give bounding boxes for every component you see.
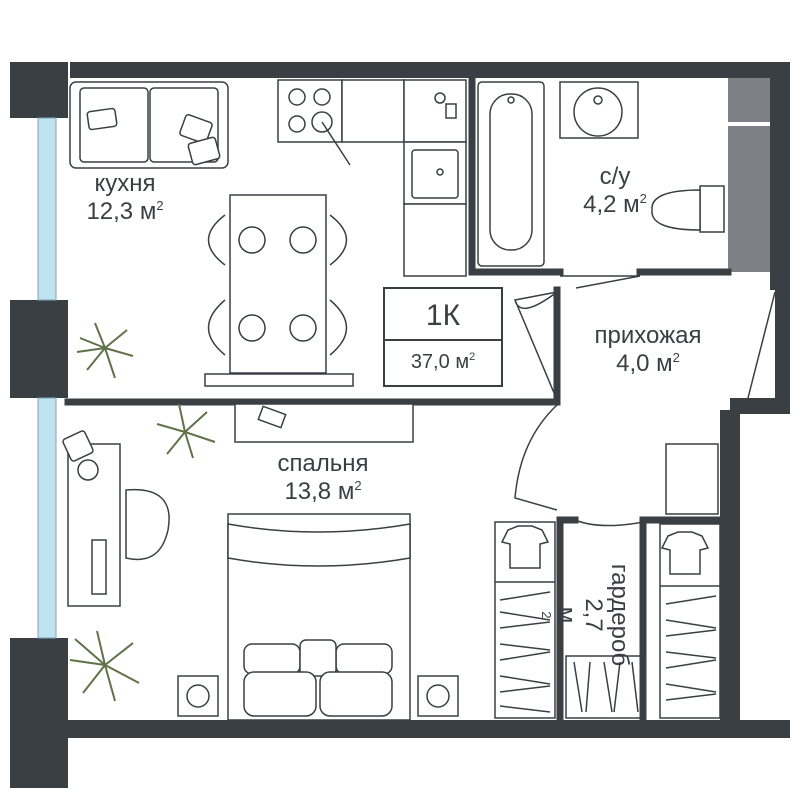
kitchen-name: кухня xyxy=(94,170,156,197)
bedroom-window xyxy=(37,397,57,639)
kitchen-label: кухня 12,3 м2 xyxy=(60,170,190,225)
doors xyxy=(514,275,776,527)
bathroom-area: 4,2 м2 xyxy=(583,190,647,218)
hanger-rail-icon xyxy=(494,521,721,719)
desk-icon xyxy=(62,430,170,607)
entry-door xyxy=(747,291,776,399)
bathtub-icon xyxy=(477,81,545,267)
toilet-icon xyxy=(651,185,725,233)
wardrobe-name: гардероб xyxy=(606,563,633,667)
hallway-name: прихожая xyxy=(594,322,702,349)
washbasin-icon xyxy=(559,81,639,139)
hallway-area: 4,0 м2 xyxy=(616,349,680,377)
stove-icon xyxy=(277,79,351,166)
windows xyxy=(37,117,57,639)
interior-walls xyxy=(64,74,732,724)
shirt-icon xyxy=(500,525,710,575)
bathroom-door xyxy=(560,275,641,289)
apartment-total-area: 37,0 м2 xyxy=(410,351,476,373)
bedroom-name: спальня xyxy=(277,450,369,477)
tv-console xyxy=(234,403,414,443)
utility-shaft xyxy=(728,78,770,272)
walls xyxy=(10,62,790,788)
kitchen-area: 12,3 м2 xyxy=(86,197,164,225)
bathroom-name: с/у xyxy=(599,163,631,190)
dining-table-icon xyxy=(204,194,354,387)
badge-divider xyxy=(385,339,501,341)
sofa-icon xyxy=(69,81,229,169)
bedroom-label: спальня 13,8 м2 xyxy=(248,450,398,505)
wardrobe-door-swing xyxy=(574,519,644,527)
bathroom-label: с/у 4,2 м2 xyxy=(560,163,670,218)
hallway-label: прихожая 4,0 м2 xyxy=(568,322,728,377)
sink-icon xyxy=(411,149,459,199)
plant-icon xyxy=(69,322,216,702)
apartment-type: 1К xyxy=(425,299,461,332)
bedroom-door-swing xyxy=(514,404,558,511)
bed-icon xyxy=(177,513,459,721)
bedroom-area: 13,8 м2 xyxy=(284,477,362,505)
shoe-rack-icon xyxy=(665,443,719,515)
kitchen-door-swing xyxy=(514,291,558,401)
apartment-type-badge: 1К 37,0 м2 xyxy=(383,287,503,387)
kitchen-window xyxy=(37,117,57,301)
